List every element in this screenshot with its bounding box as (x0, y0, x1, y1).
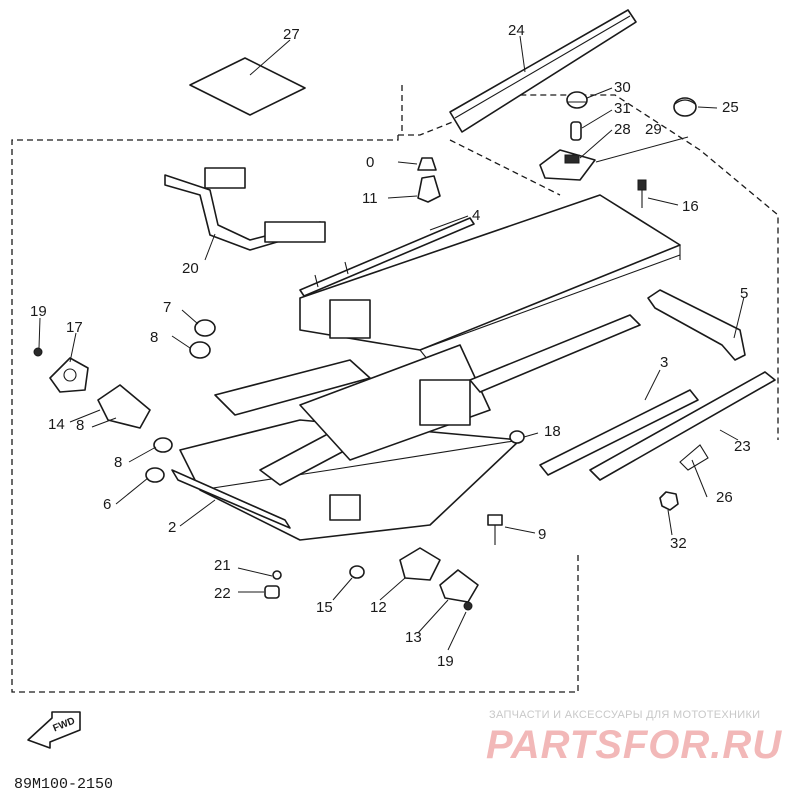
callout-25: 25 (722, 99, 739, 116)
callout-labels: 27 24 30 31 28 29 25 0 11 4 16 20 5 19 1… (30, 22, 751, 670)
part-14-bracket (98, 385, 150, 428)
part-19-bolt (34, 348, 42, 356)
callout-7: 7 (163, 299, 171, 316)
part-28-bracket (540, 150, 595, 180)
callout-2: 2 (168, 519, 176, 536)
part-25-cap (674, 98, 696, 116)
callout-22: 22 (214, 585, 231, 602)
part-9-bolt (488, 515, 502, 545)
part-8-bushing-2 (154, 438, 172, 452)
callout-3: 3 (660, 354, 668, 371)
callout-27: 27 (283, 26, 300, 43)
callout-4: 4 (472, 207, 480, 224)
part-8-bushing (190, 342, 210, 358)
callout-5: 5 (740, 285, 748, 302)
callout-15: 15 (316, 599, 333, 616)
callout-32: 32 (670, 535, 687, 552)
part-30-cap (567, 92, 587, 108)
part-22-nut (265, 586, 279, 598)
callout-8c: 8 (114, 454, 122, 471)
callout-6: 6 (103, 496, 111, 513)
callout-8b: 8 (76, 417, 84, 434)
callout-29: 29 (645, 121, 662, 138)
callout-19a: 19 (30, 303, 47, 320)
callout-21: 21 (214, 557, 231, 574)
part-10-nut (418, 158, 436, 170)
part-24-strip (450, 10, 636, 132)
part-17-plate (50, 358, 88, 392)
part-27-plate (190, 58, 305, 115)
part-6-bushing (146, 468, 164, 482)
watermark-tagline: ЗАПЧАСТИ И АКСЕССУАРЫ ДЛЯ МОТОТЕХНИКИ (489, 709, 760, 721)
part-13-plate (440, 570, 478, 602)
callout-24: 24 (508, 22, 525, 39)
callout-17: 17 (66, 319, 83, 336)
part-12-plate (400, 548, 440, 580)
callout-30: 30 (614, 79, 631, 96)
callout-16: 16 (682, 198, 699, 215)
callout-26: 26 (716, 489, 733, 506)
leader-lines (39, 36, 744, 650)
watermark: ЗАПЧАСТИ И АКСЕССУАРЫ ДЛЯ МОТОТЕХНИКИ PA… (486, 709, 782, 767)
callout-13: 13 (405, 629, 422, 646)
main-frame (180, 195, 680, 540)
part-16-bolt (638, 180, 646, 208)
part-5-bracket (648, 290, 745, 360)
callout-11: 11 (362, 190, 378, 207)
part-23-strip (590, 372, 775, 480)
callout-18: 18 (544, 423, 561, 440)
callout-20: 20 (182, 260, 199, 277)
part-21-washer (273, 571, 281, 579)
part-31-spacer (571, 122, 581, 140)
callout-19b: 19 (437, 653, 454, 670)
callout-14: 14 (48, 416, 65, 433)
assembly-boundary (12, 85, 778, 692)
part-3-bar (540, 390, 698, 475)
callout-23: 23 (734, 438, 751, 455)
callout-12: 12 (370, 599, 387, 616)
callout-9: 9 (538, 526, 546, 543)
callout-8a: 8 (150, 329, 158, 346)
part-15-nut (350, 566, 364, 578)
part-26-clip (680, 445, 708, 470)
part-18-grommet (510, 431, 524, 443)
fwd-arrow-icon: FWD (28, 712, 80, 748)
callout-31: 31 (614, 100, 631, 117)
part-19b-bolt (464, 602, 472, 610)
callout-28: 28 (614, 121, 631, 138)
part-11-mount (418, 176, 440, 202)
watermark-brand: PARTSFOR.RU (486, 723, 782, 767)
callout-10: 0 (366, 154, 374, 171)
part-4-rail (300, 218, 474, 296)
part-7-bushing (195, 320, 215, 336)
part-20-bumper (165, 168, 325, 250)
part-code: 89M100-2150 (14, 776, 113, 793)
part-2-rail (172, 470, 290, 528)
part-32-nut (660, 492, 678, 510)
